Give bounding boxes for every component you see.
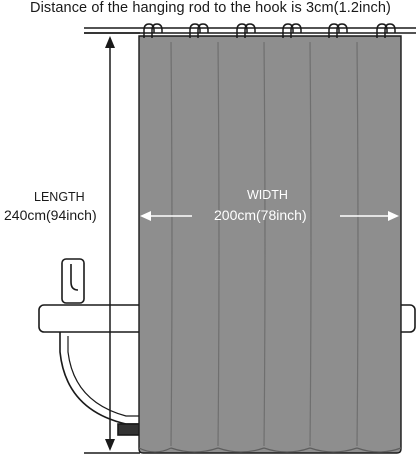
curtain-hem-curve (170, 447, 219, 453)
curtain-folds (170, 41, 359, 447)
width-value: 200cm(78inch) (214, 207, 307, 223)
hook-icon (244, 23, 256, 38)
hook-icon (236, 23, 248, 38)
hook-icon (282, 23, 294, 38)
curtain-fold-line (217, 41, 220, 447)
curtain (138, 35, 402, 454)
curtain-fold-line (356, 41, 359, 447)
curtain-hem-curve (263, 447, 311, 453)
curtain-fold-line (263, 41, 266, 447)
curtain-hem (138, 447, 402, 453)
wall-hook (61, 258, 85, 304)
curtain-body (138, 35, 402, 454)
hook-icon (336, 23, 348, 38)
curtain-hem-curve (138, 447, 172, 453)
length-dimension-line (84, 32, 140, 454)
hook-icon (290, 23, 302, 38)
hook-icon (328, 23, 340, 38)
curtain-fold-line (170, 41, 173, 447)
curtain-hem-curve (217, 447, 265, 453)
hook-icon (143, 23, 155, 38)
sink (38, 304, 416, 436)
curtain-hooks (143, 23, 396, 38)
hook-icon (189, 23, 201, 38)
rod-hook-distance-note: Distance of the hanging rod to the hook … (30, 0, 391, 16)
hook-icon (384, 23, 396, 38)
hook-icon (376, 23, 388, 38)
curtain-fold-line (309, 41, 312, 447)
hook-icon (197, 23, 209, 38)
length-value: 240cm(94inch) (4, 207, 97, 223)
length-label: LENGTH (34, 190, 85, 204)
curtain-hem-curve (309, 447, 358, 453)
curtain-hem-curve (356, 447, 402, 453)
width-label: WIDTH (247, 188, 288, 202)
width-dimension-arrows (140, 211, 399, 221)
hook-icon (151, 23, 163, 38)
